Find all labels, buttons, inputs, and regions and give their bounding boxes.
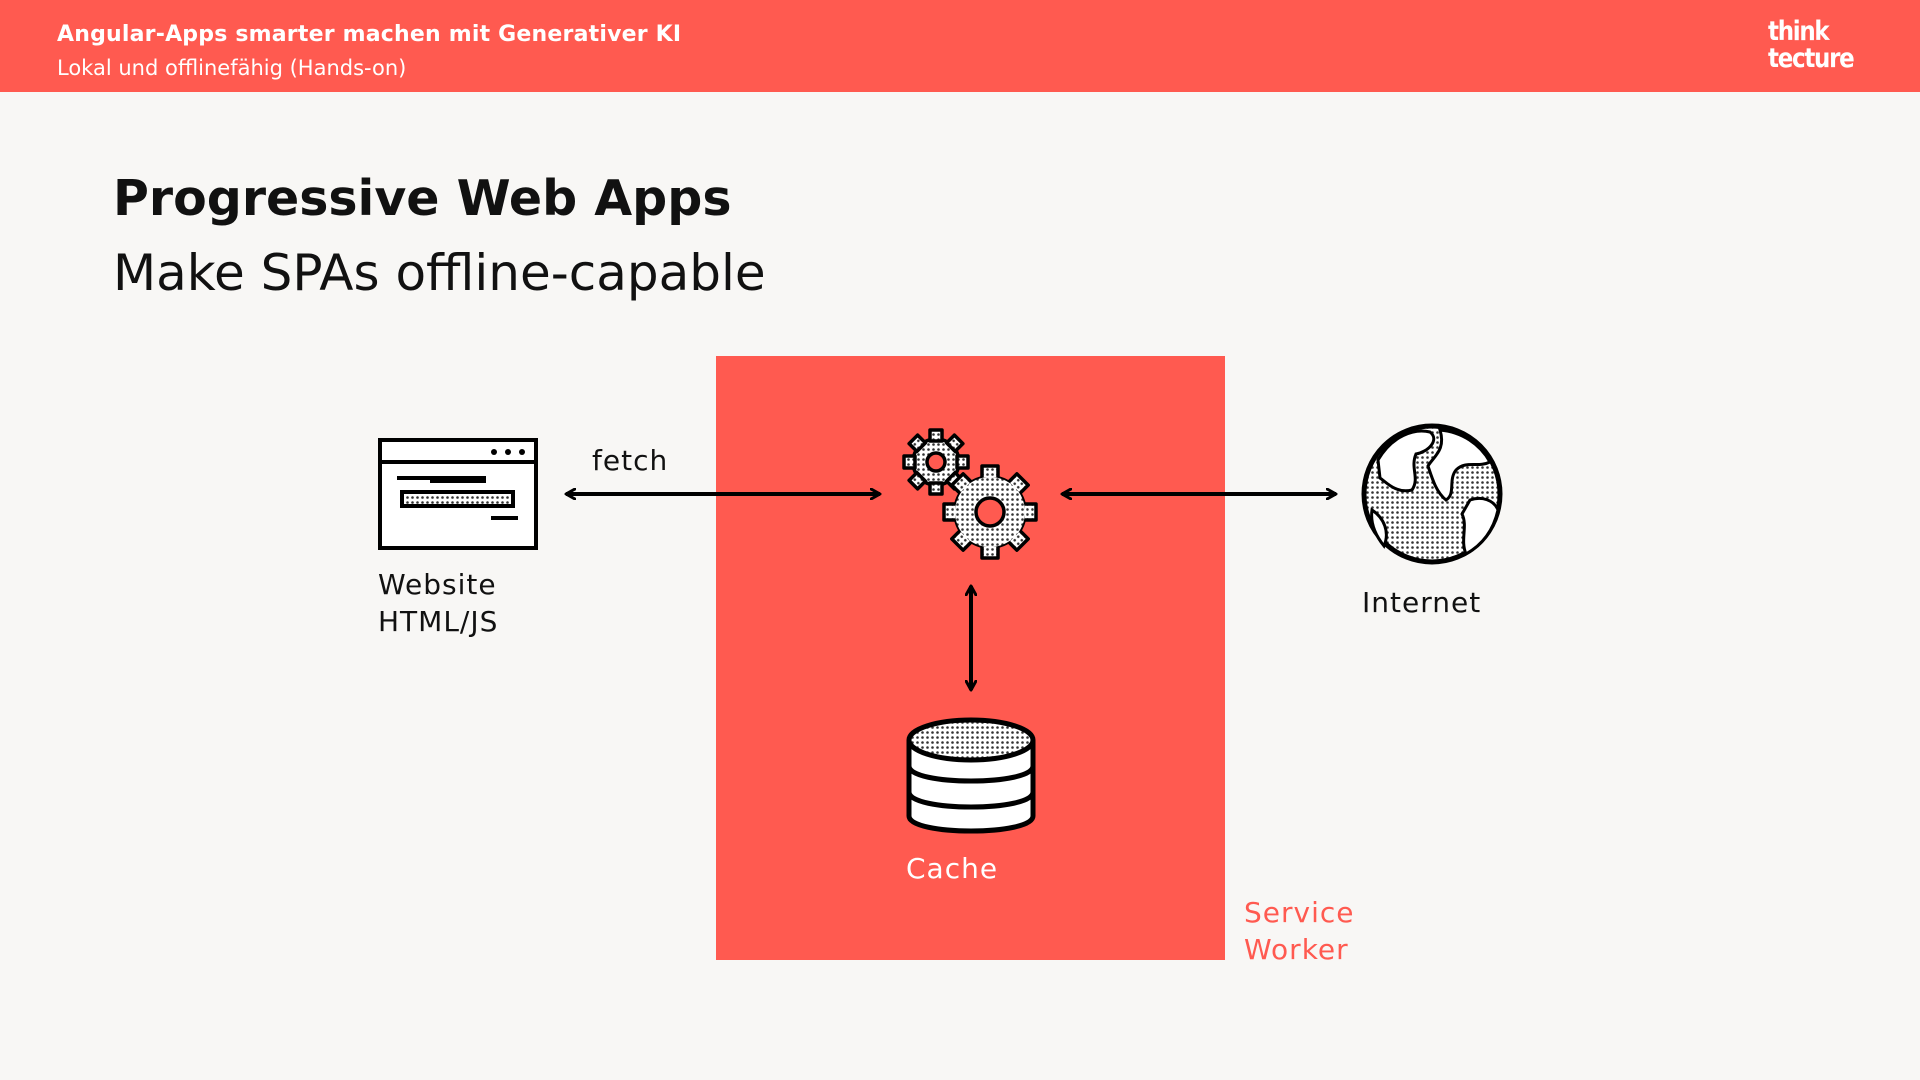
header-bar: Angular-Apps smarter machen mit Generati… bbox=[0, 0, 1920, 92]
globe-icon bbox=[1361, 423, 1503, 565]
gears-icon bbox=[902, 428, 1038, 560]
service-worker-label-line-2: Worker bbox=[1244, 933, 1349, 966]
fetch-label: fetch bbox=[592, 444, 669, 477]
internet-label: Internet bbox=[1362, 586, 1482, 619]
website-label: Website HTML/JS bbox=[378, 566, 578, 640]
service-worker-label-line-1: Service bbox=[1244, 896, 1355, 929]
header-title: Angular-Apps smarter machen mit Generati… bbox=[57, 22, 682, 47]
logo-line-2: tecture bbox=[1768, 43, 1855, 74]
cache-label: Cache bbox=[906, 852, 999, 885]
slide-title: Progressive Web Apps bbox=[113, 170, 732, 227]
website-label-line-1: Website bbox=[378, 568, 497, 601]
header-subtitle: Lokal und offlinefähig (Hands-on) bbox=[57, 56, 407, 80]
service-worker-label: Service Worker bbox=[1244, 894, 1404, 968]
logo-line-1: think bbox=[1768, 16, 1830, 47]
website-label-line-2: HTML/JS bbox=[378, 605, 499, 638]
thinktecture-logo: think tecture bbox=[1768, 16, 1855, 74]
browser-window-icon bbox=[378, 438, 538, 550]
slide-subtitle: Make SPAs offline-capable bbox=[113, 244, 766, 302]
database-icon bbox=[906, 717, 1036, 834]
